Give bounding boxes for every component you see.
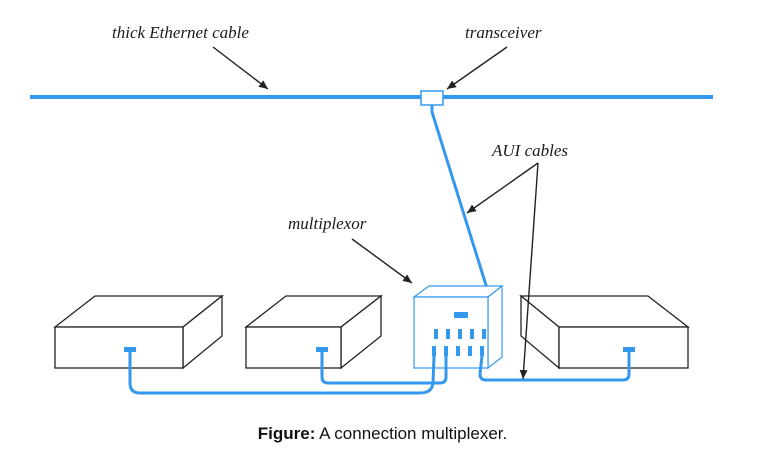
caption-text: A connection multiplexer. (315, 424, 508, 443)
label-aui-cables: AUI cables (491, 141, 568, 160)
aui-cable-transceiver-to-multiplexor (430, 105, 493, 318)
label-thick-ethernet-cable: thick Ethernet cable (112, 23, 249, 42)
arrow-multiplexor (351, 238, 413, 284)
computer-1 (53, 294, 224, 370)
label-transceiver: transceiver (465, 23, 542, 42)
label-multiplexor: multiplexor (288, 214, 367, 233)
computer-3-port (623, 347, 635, 352)
multiplexor (412, 284, 504, 370)
caption-prefix: Figure: (257, 424, 316, 443)
arrow-thick-cable (212, 46, 269, 90)
computer-2 (244, 294, 383, 370)
arrow-aui-cables-2 (519, 162, 539, 380)
aui-cable-computer-3 (478, 352, 631, 382)
arrow-aui-cables-1 (466, 162, 539, 214)
transceiver (420, 90, 444, 106)
arrow-transceiver (446, 46, 508, 90)
multiplexor-ports (432, 312, 486, 356)
computer-2-port (316, 347, 328, 352)
aui-cable-computer-1 (128, 352, 436, 395)
computer-3 (519, 294, 690, 370)
computer-1-port (124, 347, 136, 352)
aui-cable-computer-2 (320, 352, 448, 385)
figure-caption: Figure: A connection multiplexer. (0, 424, 765, 444)
